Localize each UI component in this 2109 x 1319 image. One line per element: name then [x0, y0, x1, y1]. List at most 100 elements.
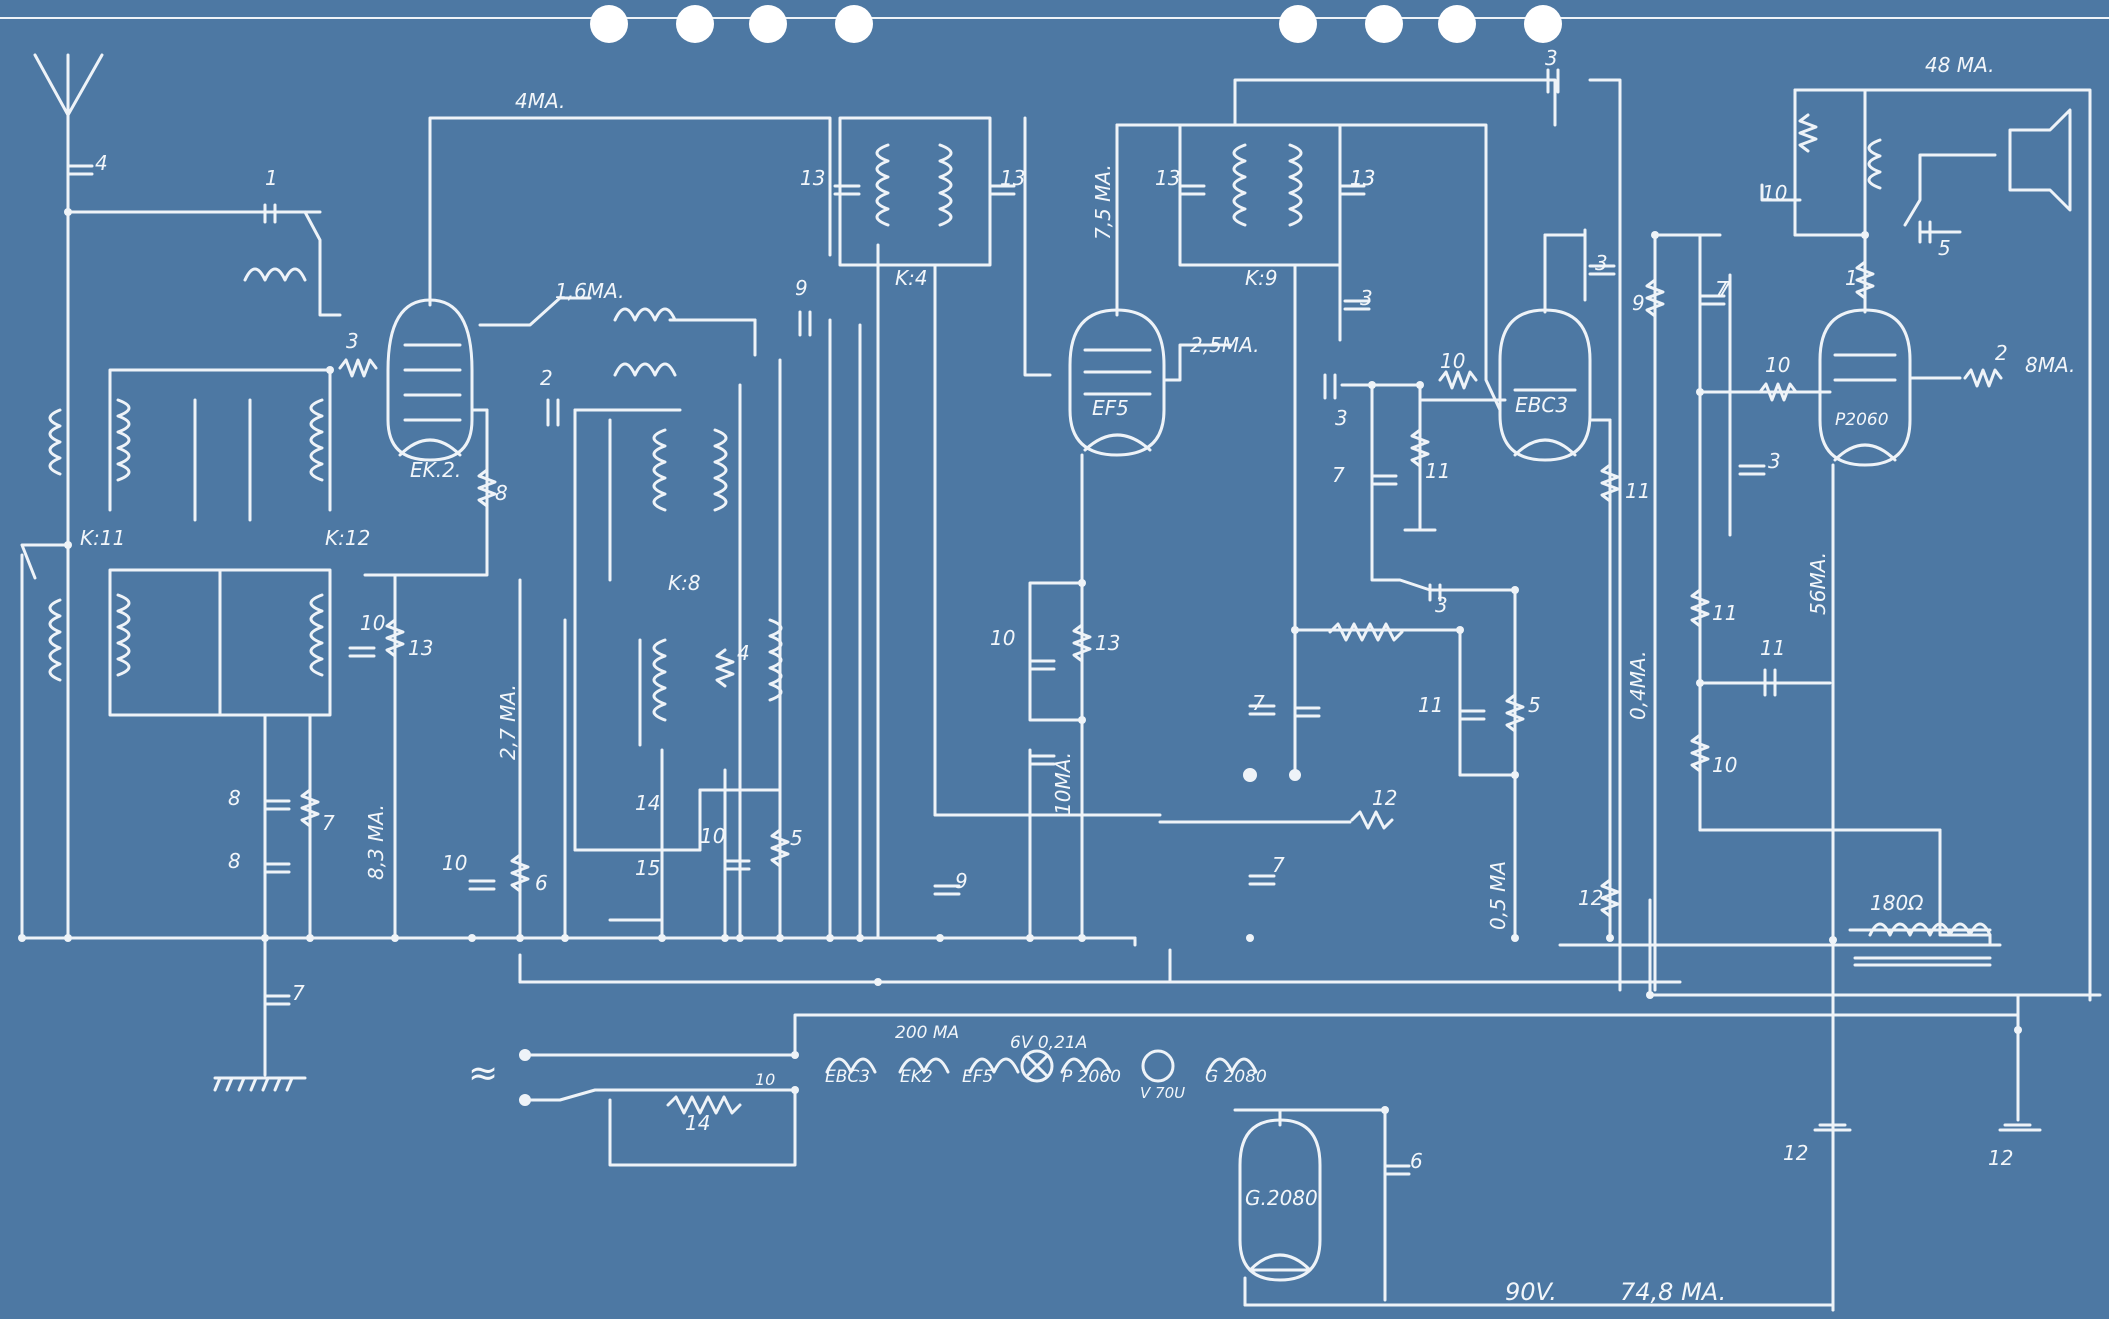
part-number: 3 — [346, 329, 359, 353]
part-number: 10 — [442, 851, 467, 875]
part-number: 5 — [1528, 693, 1541, 717]
part-number: 6 — [535, 871, 548, 895]
part-number: 13 — [408, 636, 433, 660]
part-number: 11 — [1425, 459, 1450, 483]
transformer-label-k11: K:11 — [80, 526, 125, 550]
part-number: 3 — [1335, 406, 1348, 430]
current-8-3ma: 8,3 MA. — [364, 804, 388, 880]
current-2-7ma: 2,7 MA. — [496, 684, 520, 760]
part-number: 12 — [1372, 786, 1397, 810]
labels: EK.2. EF5 EBC3 P2060 G.2080 K:11 K:12 K:… — [80, 46, 2075, 1306]
tube-label-ek2: EK.2. — [410, 458, 461, 482]
part-number: 11 — [1418, 693, 1443, 717]
current-8ma: 8MA. — [2025, 353, 2075, 377]
pilot-lamp-rating: 6V 0,21A — [1010, 1033, 1087, 1053]
part-number: 7 — [1332, 463, 1345, 487]
part-number: 10 — [1712, 753, 1737, 777]
part-number: 7 — [1718, 277, 1731, 301]
transformer-label-k4: K:4 — [895, 266, 928, 290]
tube-label-g2080: G.2080 — [1245, 1186, 1318, 1210]
part-number: 5 — [790, 826, 803, 850]
part-number: 3 — [1360, 286, 1373, 310]
part-number: 4 — [737, 641, 750, 665]
wiring — [20, 53, 2102, 1312]
part-number: 7 — [292, 981, 305, 1005]
heater-tube-ef5: EF5 — [962, 1067, 993, 1087]
part-number: 10 — [1762, 181, 1787, 205]
heater-current: 200 MA — [895, 1023, 959, 1043]
part-number: 9 — [1632, 291, 1645, 315]
part-number: 7 — [1272, 853, 1285, 877]
part-number: 14 — [685, 1111, 710, 1135]
part-number: 13 — [800, 166, 825, 190]
choke-resistance: 180Ω — [1870, 891, 1924, 915]
heater-tube-v70u: V 70U — [1140, 1084, 1185, 1102]
part-number: 2 — [540, 366, 553, 390]
part-number: 6 — [1410, 1149, 1423, 1173]
heater-chain — [825, 1049, 1258, 1083]
part-number: 1 — [1845, 266, 1858, 290]
tube-label-ebc3: EBC3 — [1515, 393, 1568, 417]
heater-tube-ek2: EK2 — [900, 1067, 933, 1087]
part-number: 7 — [322, 811, 335, 835]
part-number: 7 — [1715, 277, 1728, 301]
junctions — [18, 208, 2022, 1114]
current-2-5ma: 2,5MA. — [1190, 333, 1259, 357]
transformer-label-k12: K:12 — [325, 526, 370, 550]
current-4ma: 4MA. — [515, 89, 565, 113]
part-number: 10 — [700, 824, 725, 848]
part-number: 12 — [1988, 1146, 2013, 1170]
part-number: 12 — [1578, 886, 1603, 910]
part-number: 15 — [635, 856, 660, 880]
part-number: 13 — [1350, 166, 1375, 190]
part-number: 8 — [228, 786, 241, 810]
part-number: 4 — [95, 151, 108, 175]
part-number: 8 — [495, 481, 508, 505]
part-number: 3 — [1545, 46, 1558, 70]
current-0-5ma: 0,5 MA — [1486, 861, 1510, 930]
part-number: 13 — [1350, 166, 1375, 190]
resistors — [300, 113, 2003, 1115]
part-number: 1 — [265, 166, 278, 190]
part-number: 14 — [635, 791, 660, 815]
part-number: 11 — [1625, 479, 1650, 503]
heater-tube-g2080: G 2080 — [1205, 1067, 1267, 1087]
tube-label-p2060: P2060 — [1835, 410, 1889, 430]
capacitors — [66, 68, 1932, 1176]
part-number: 5 — [1938, 236, 1951, 260]
current-10ma: 10MA. — [1051, 752, 1075, 815]
part-number: 13 — [1095, 631, 1120, 655]
current-48ma: 48 MA. — [1925, 53, 1994, 77]
part-number: 10 — [1440, 349, 1465, 373]
part-number: 9 — [955, 869, 968, 893]
binder-holes — [0, 5, 2109, 43]
part-number: 3 — [1435, 593, 1448, 617]
heater-tube-p2060: P 2060 — [1062, 1067, 1121, 1087]
current-56ma: 56MA. — [1806, 552, 1830, 615]
part-number: 9 — [795, 276, 808, 300]
transformer-label-k9: K:9 — [1245, 266, 1278, 290]
part-number: 13 — [1000, 166, 1025, 190]
current-1-6ma: 1,6MA. — [555, 279, 624, 303]
current-7-5ma: 7,5 MA. — [1091, 164, 1115, 240]
part-number: 8 — [228, 849, 241, 873]
part-number: 10 — [990, 626, 1015, 650]
part-number: 11 — [1712, 601, 1737, 625]
part-number: 13 — [1155, 166, 1180, 190]
part-number: 2 — [1995, 341, 2008, 365]
part-number: 10 — [755, 1070, 775, 1089]
supply-voltage: 90V. — [1505, 1278, 1557, 1306]
part-number: 10 — [360, 611, 385, 635]
part-number: 12 — [1783, 1141, 1808, 1165]
part-number: 7 — [1252, 691, 1265, 715]
part-number: 3 — [1595, 251, 1608, 275]
current-0-4ma: 0,4MA. — [1626, 651, 1650, 720]
transformer-label-k8: K:8 — [668, 571, 701, 595]
supply-current: 74,8 MA. — [1620, 1278, 1726, 1306]
heater-tube-ebc3: EBC3 — [825, 1067, 870, 1087]
part-number: 11 — [1760, 636, 1785, 660]
part-number: 3 — [1768, 449, 1781, 473]
mains-symbol: ≈ — [468, 1053, 498, 1094]
coils — [48, 138, 1992, 937]
